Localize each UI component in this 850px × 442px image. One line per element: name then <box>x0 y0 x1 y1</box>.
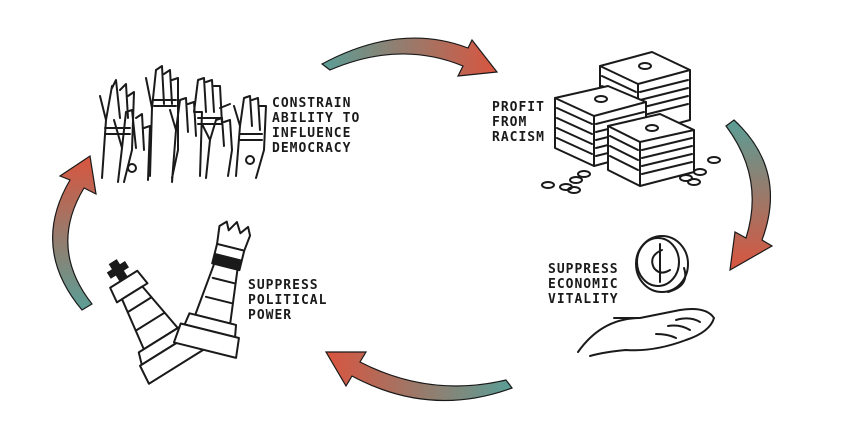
label-line: INFLUENCE <box>272 126 352 141</box>
label-line: POLITICAL <box>248 293 328 308</box>
label-line: ABILITY TO <box>272 111 361 126</box>
label-line: DEMOCRACY <box>272 141 352 156</box>
label-line: RACISM <box>492 130 545 145</box>
label-profit-from-racism: PROFIT FROM RACISM <box>492 100 545 145</box>
raised-hands-icon <box>99 65 267 183</box>
label-line: SUPPRESS <box>248 278 319 293</box>
label-line: FROM <box>492 115 528 130</box>
label-line: ECONOMIC <box>548 277 619 292</box>
arrow-bottom <box>324 351 513 402</box>
label-line: POWER <box>248 308 293 323</box>
money-stacks-icon <box>541 51 721 194</box>
coin-in-hand-icon <box>577 235 715 357</box>
label-line: CONSTRAIN <box>272 96 352 111</box>
label-line: PROFIT <box>492 100 545 115</box>
arrow-top <box>320 37 499 77</box>
fallen-chess-pieces-icon <box>106 220 252 385</box>
arrow-left <box>52 154 97 311</box>
label-line: VITALITY <box>548 292 619 307</box>
label-constrain-democracy: CONSTRAIN ABILITY TO INFLUENCE DEMOCRACY <box>272 96 360 156</box>
label-suppress-economic-vitality: SUPPRESS ECONOMIC VITALITY <box>548 262 619 307</box>
label-suppress-political-power: SUPPRESS POLITICAL POWER <box>248 278 327 323</box>
arrow-right <box>725 119 774 272</box>
label-line: SUPPRESS <box>548 262 619 277</box>
